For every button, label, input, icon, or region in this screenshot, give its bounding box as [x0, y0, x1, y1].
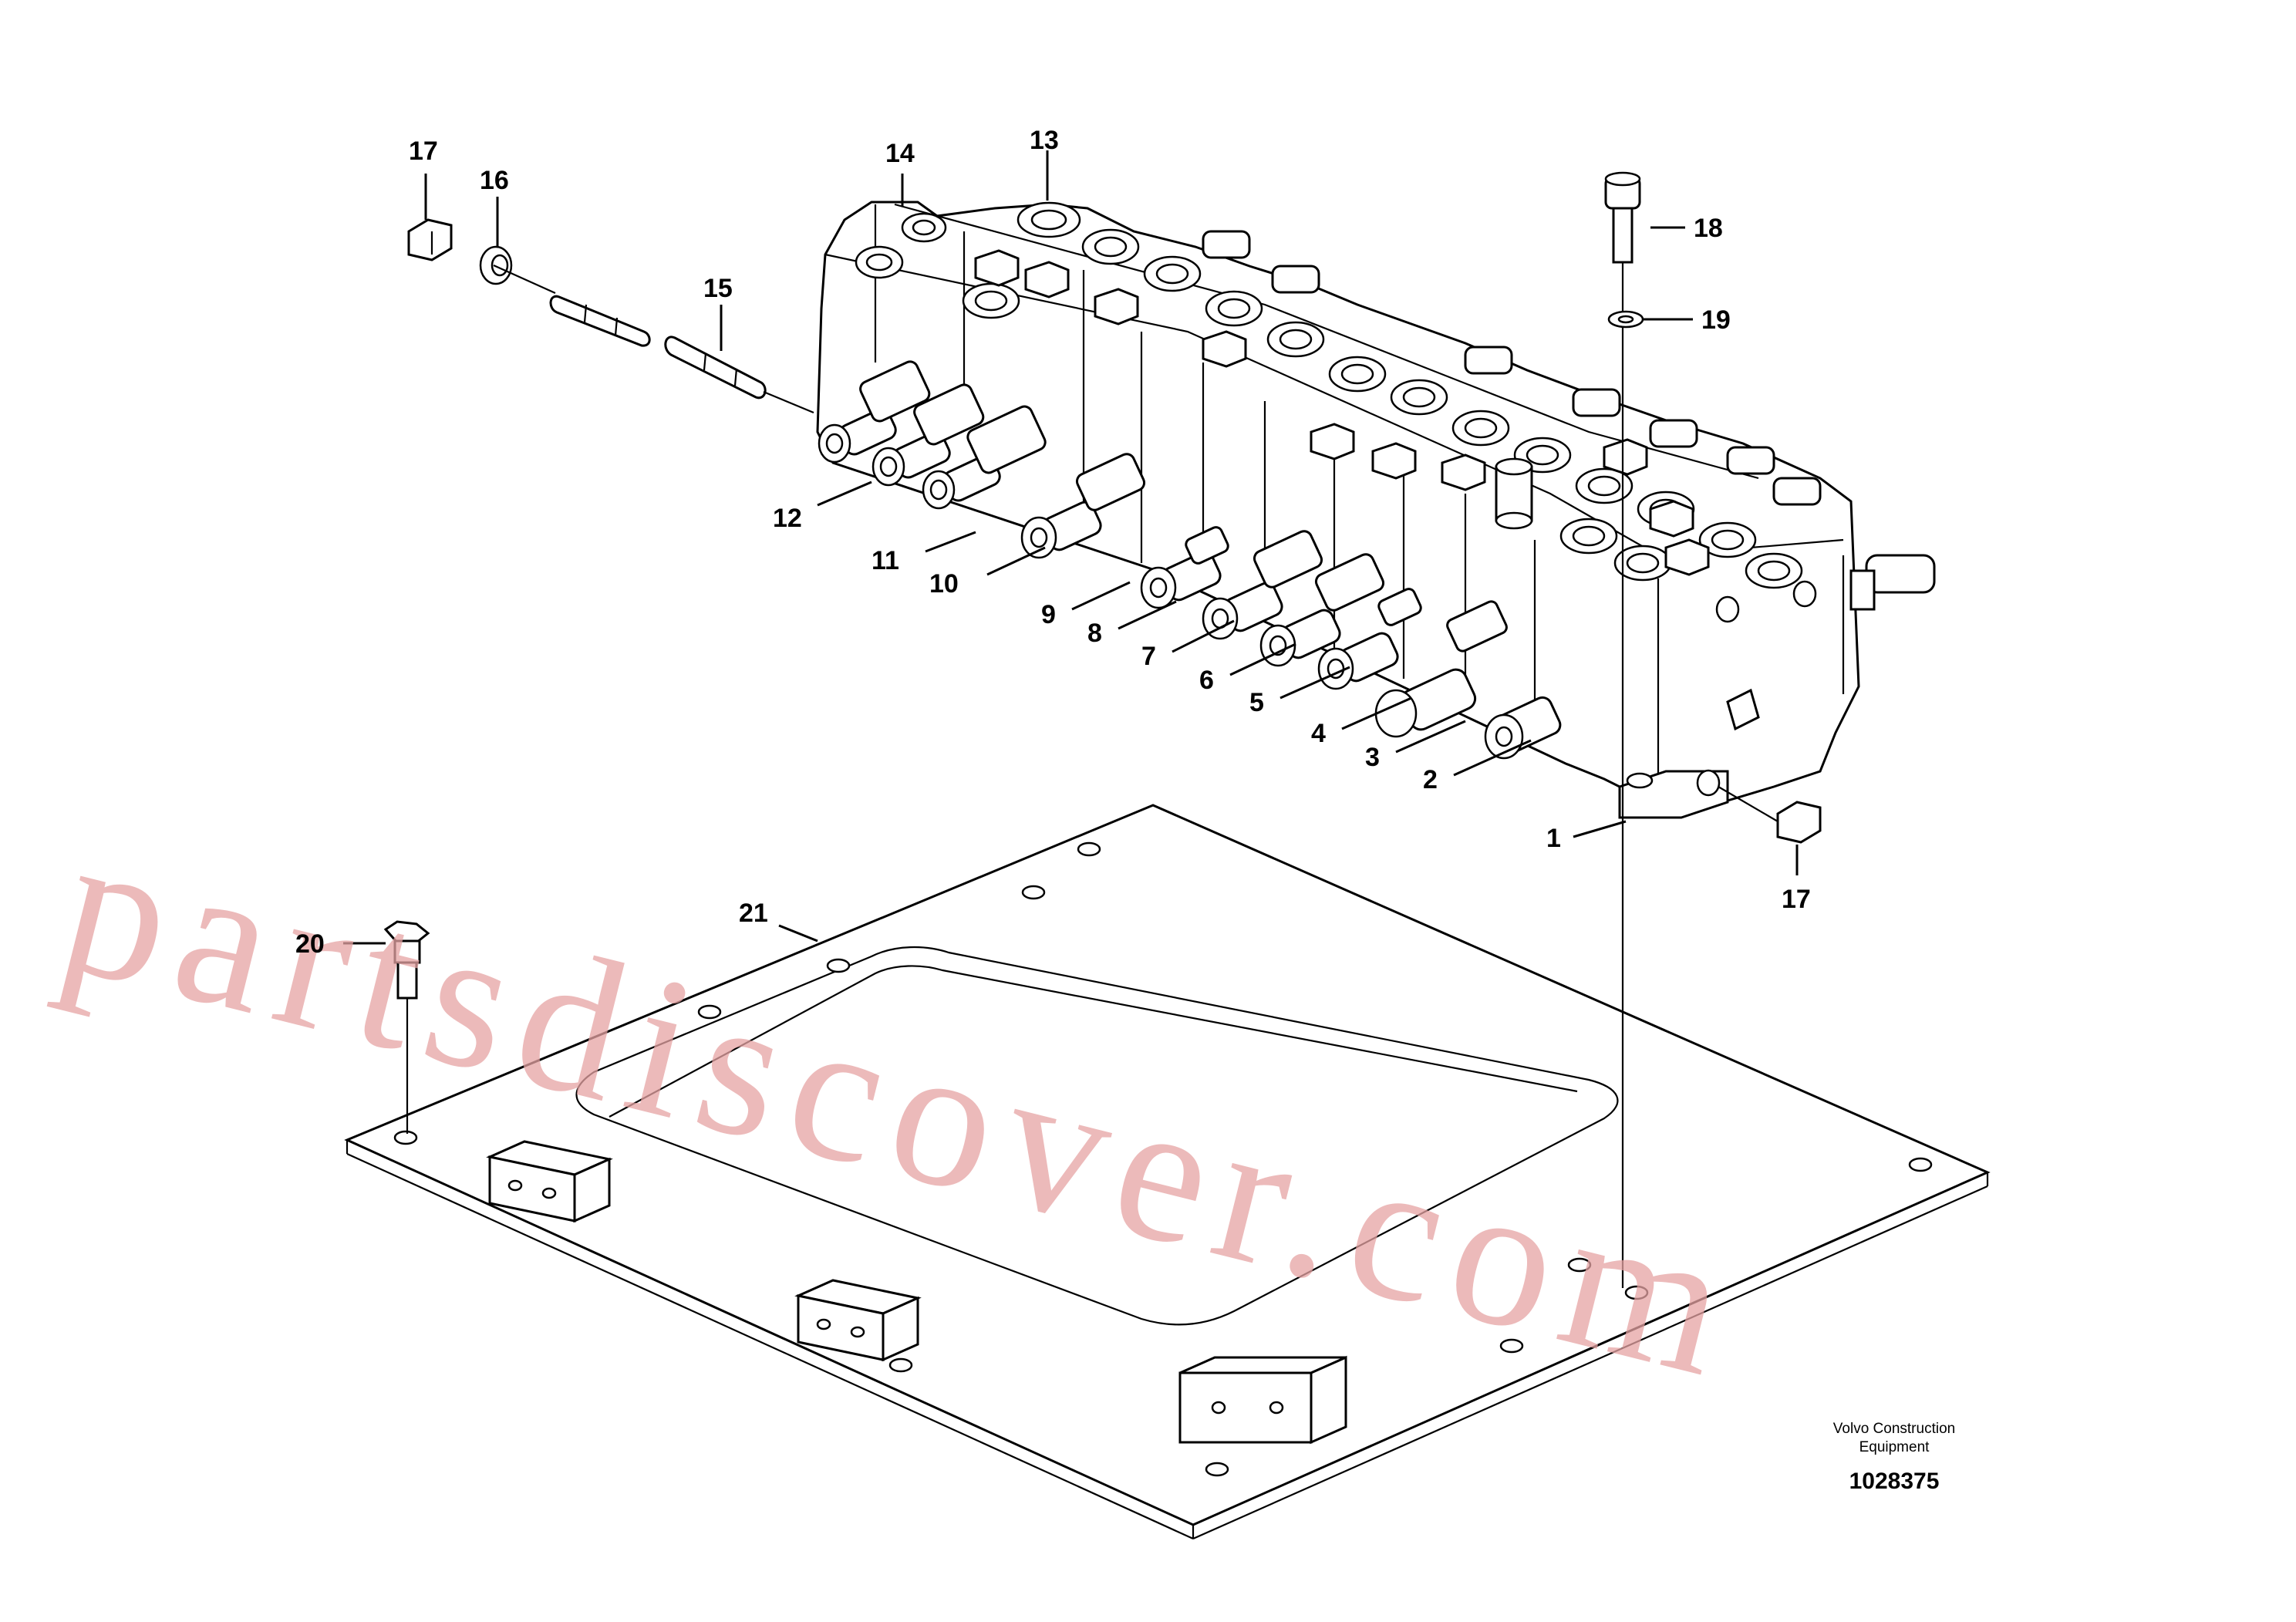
spool-cap-12	[818, 360, 931, 464]
plate-bolt-holes	[393, 841, 1933, 1477]
credit-line-2: Equipment	[1859, 1439, 1930, 1455]
callout-21: 21	[739, 899, 768, 928]
callout-14: 14	[885, 139, 915, 168]
callout-2: 2	[1423, 765, 1438, 794]
drawing-number: 1028375	[1849, 1469, 1940, 1494]
callout-7: 7	[1141, 642, 1156, 671]
valve-end-plate	[1618, 580, 1817, 819]
callout-1: 1	[1546, 824, 1561, 853]
plate-cutout	[575, 946, 1619, 1326]
valve-rear-caps	[1202, 230, 1936, 611]
callout-10: 10	[929, 569, 959, 599]
mounting-plate	[344, 804, 1991, 1540]
callout-8: 8	[1087, 619, 1102, 648]
callout-11: 11	[872, 546, 899, 575]
callout-20: 20	[295, 929, 325, 959]
leader-lines	[343, 150, 1799, 945]
spool-cap-10	[922, 405, 1047, 510]
valve-body-outline	[816, 201, 1860, 811]
spool-cap-5	[1317, 588, 1422, 690]
spool-cap-9	[1020, 453, 1146, 559]
callout-3: 3	[1365, 743, 1380, 772]
callout-18: 18	[1694, 214, 1723, 243]
spool-cap-3	[1484, 696, 1562, 760]
spacer-block-left	[486, 1140, 613, 1223]
callout-17-top: 17	[409, 137, 438, 166]
spool-cap-7	[1202, 530, 1323, 640]
callout-4: 4	[1311, 719, 1326, 748]
nut-17-left	[407, 218, 453, 261]
callout-labels: 1 2 3 4 5 6 7 8 9 10 11 12 13 14 15 16 1…	[295, 126, 1811, 959]
credit-block: Volvo Construction Equipment 1028375	[1833, 1421, 1955, 1494]
valve-hex-plugs	[974, 249, 1710, 576]
callout-17-bottom: 17	[1782, 885, 1811, 914]
spool-cap-11	[872, 383, 985, 487]
valve-spool-caps	[818, 360, 1562, 760]
spacer-block-front	[1178, 1355, 1347, 1445]
callout-9: 9	[1041, 600, 1056, 629]
callout-5: 5	[1249, 688, 1264, 717]
nut-17-right	[1776, 801, 1822, 844]
callout-16: 16	[480, 166, 509, 195]
credit-line-1: Volvo Construction	[1833, 1421, 1955, 1437]
tie-rod-15	[493, 264, 814, 414]
callout-12: 12	[773, 504, 802, 533]
tie-rod-hardware	[383, 171, 1822, 1288]
valve-pressure-fitting	[1495, 457, 1533, 530]
spool-cap-8	[1140, 526, 1229, 609]
bolt-18	[1604, 171, 1641, 1288]
spacer-block-middle	[794, 1279, 922, 1362]
callout-6: 6	[1199, 666, 1214, 695]
bolt-20	[383, 920, 430, 1134]
callout-15: 15	[703, 274, 733, 303]
control-valve-assembly	[816, 201, 1936, 819]
callout-19: 19	[1701, 305, 1731, 335]
spool-cap-4	[1374, 600, 1508, 738]
callout-13: 13	[1030, 126, 1059, 155]
